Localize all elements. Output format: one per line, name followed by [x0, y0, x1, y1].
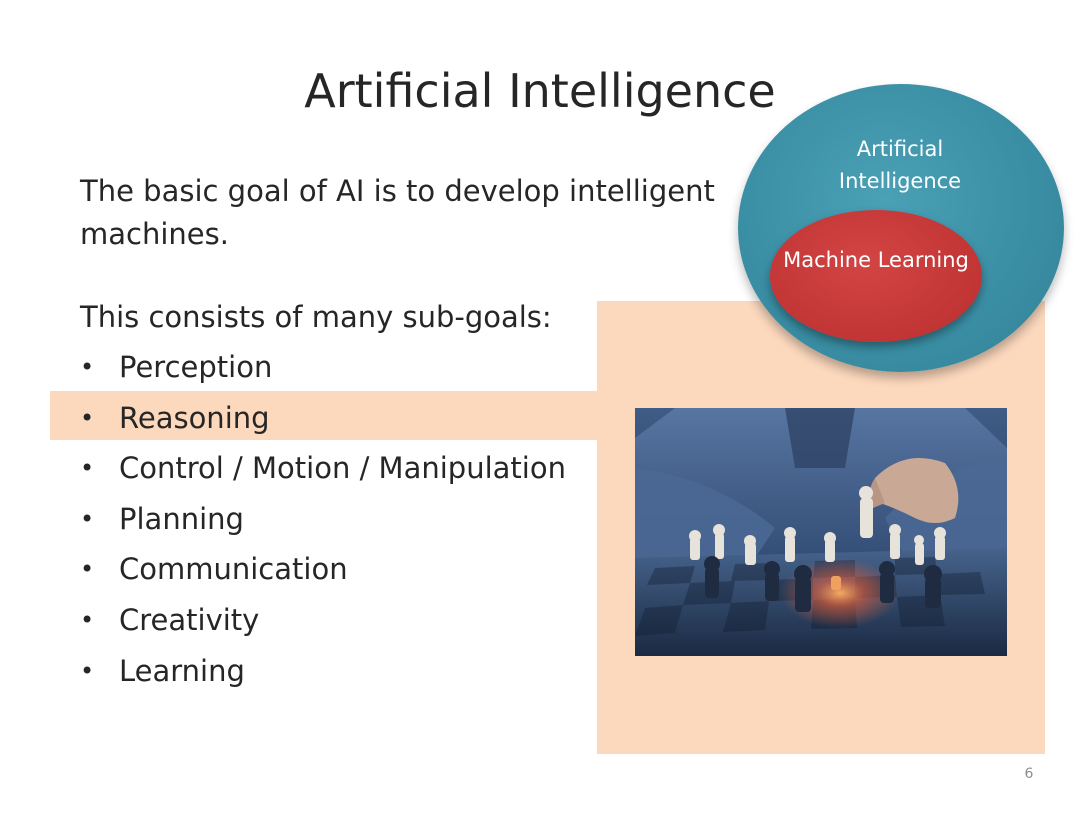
bullet-icon: •: [80, 555, 95, 584]
bullet-icon: •: [80, 605, 95, 634]
subgoal-label: Learning: [119, 653, 245, 688]
subgoal-label: Control / Motion / Manipulation: [119, 451, 566, 486]
list-item: • Learning: [80, 650, 600, 701]
slide-title: Artificial Intelligence: [304, 64, 776, 118]
subgoal-label: Planning: [119, 501, 244, 536]
bullet-icon: •: [80, 454, 95, 483]
ml-circle-label: Machine Learning: [783, 248, 969, 272]
list-item: • Creativity: [80, 599, 600, 650]
list-item: • Reasoning: [80, 397, 600, 448]
subgoal-label: Reasoning: [119, 400, 270, 435]
ai-circle-label: Artificial Intelligence: [838, 137, 962, 193]
bullet-icon: •: [80, 504, 95, 533]
bullet-icon: •: [80, 656, 95, 685]
page-number: 6: [1024, 766, 1034, 782]
subgoals-heading: This consists of many sub-goals:: [80, 300, 552, 334]
subgoal-label: Perception: [119, 350, 273, 384]
bullet-icon: •: [80, 403, 95, 432]
list-item: • Control / Motion / Manipulation: [80, 447, 600, 498]
intro-text: The basic goal of AI is to develop intel…: [80, 174, 715, 251]
subgoal-label: Creativity: [119, 602, 260, 637]
chess-photo: [635, 408, 1007, 656]
subgoals-list: • Perception • Reasoning • Control / Mot…: [80, 346, 600, 700]
list-item: • Communication: [80, 548, 600, 599]
ml-circle: [770, 210, 982, 342]
list-item: • Perception: [80, 346, 600, 397]
bullet-icon: •: [80, 353, 95, 381]
list-item: • Planning: [80, 498, 600, 549]
highlight-strip: [50, 391, 597, 440]
subgoal-label: Communication: [119, 552, 348, 587]
